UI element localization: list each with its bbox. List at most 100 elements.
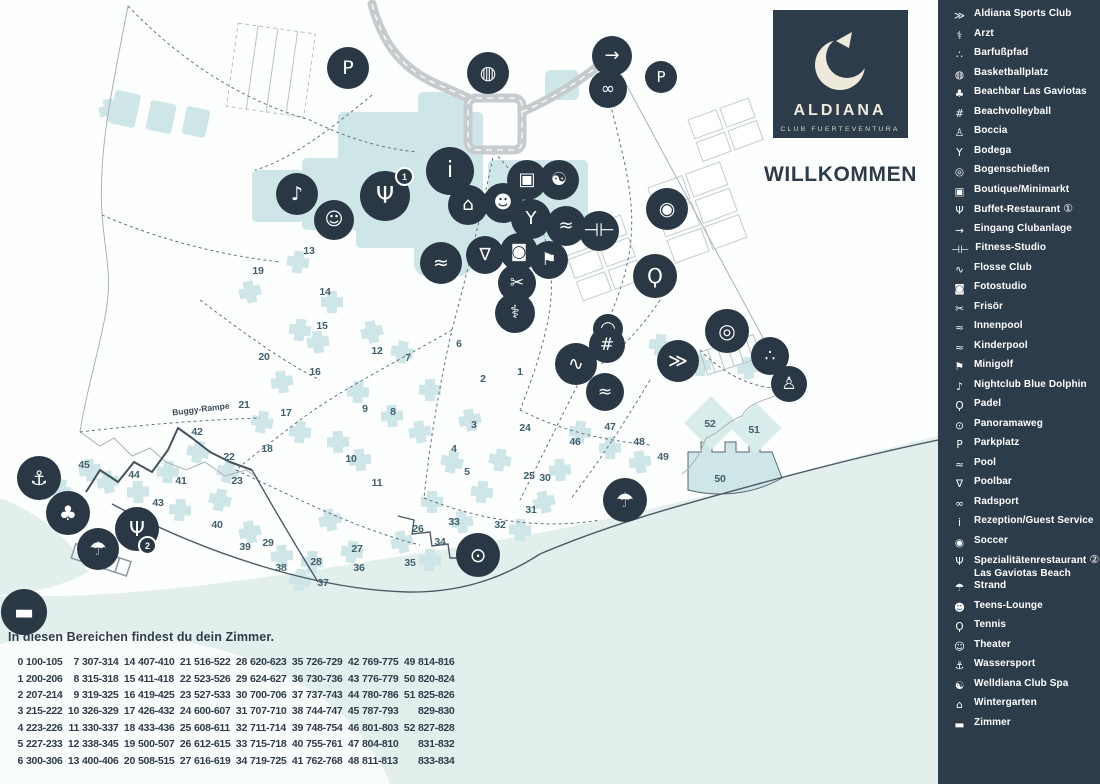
sidebar-item-label: Tennis	[974, 619, 1007, 630]
map-area-number-52: 52	[704, 418, 716, 430]
map-icon-number-badge: 1	[395, 167, 414, 186]
zimmer-icon: ▬	[14, 599, 34, 624]
sidebar-item-label: Kinderpool	[974, 339, 1028, 351]
area-number: 43	[347, 672, 359, 685]
area-number: 9	[73, 688, 79, 701]
rooms-table-row: 833-834	[400, 752, 456, 768]
sidebar-item-label: Boutique/Minimarkt	[974, 183, 1070, 195]
map-area-number-47: 47	[604, 421, 616, 433]
sidebar-item-label: Bogenschießen	[974, 164, 1050, 175]
theater-icon: ☺	[324, 209, 344, 230]
area-number: 40	[291, 738, 303, 751]
pool-icon: ≈	[433, 251, 449, 274]
map-icon-boccia: ♙	[771, 366, 807, 402]
sidebar-item-label: Radsport	[974, 495, 1019, 507]
map-icon-number-badge: 2	[138, 536, 157, 555]
map-area-number-20: 20	[258, 351, 270, 363]
sidebar-item-boutique-minimarkt: ▣Boutique/Minimarkt	[951, 184, 1094, 204]
room-range: 319-325	[82, 688, 119, 701]
room-range: 407-410	[138, 656, 175, 669]
dolphin-logo-icon: ALDIANA CLUB FUERTEVENTURA	[780, 32, 897, 133]
room-range: 831-832	[418, 738, 455, 751]
map-icon-welldiana-club-spa: ☯	[539, 160, 579, 200]
map-icon-wassersport: ⚓	[17, 456, 61, 500]
room-range: 516-522	[194, 656, 231, 669]
room-range: 523-526	[194, 672, 231, 685]
map-icon-strand: ☂	[77, 528, 119, 570]
room-range: 315-318	[82, 672, 119, 685]
pool-icon: ≈	[955, 458, 964, 471]
circled-number-badge: ②	[1089, 553, 1100, 566]
room-range: 426-432	[138, 705, 175, 718]
fotostudio-icon: ◙	[510, 241, 528, 262]
room-range: 719-725	[250, 754, 287, 767]
wassersport-icon: ⚓	[30, 466, 48, 490]
map-area-number-13: 13	[303, 245, 315, 257]
room-range: 726-729	[306, 656, 343, 669]
conservatory-icon: ⌂	[956, 699, 963, 711]
beachbar-las-gaviotas-icon: ♣	[59, 501, 77, 525]
sidebar-item-label: Basketballplatz	[974, 66, 1049, 78]
map-icon-bogenschiessen: ◎	[705, 309, 749, 353]
golf-flag-icon: ⚑	[954, 361, 965, 373]
sidebar-item-aldiana-sports-club: ≫Aldiana Sports Club	[951, 8, 1094, 28]
sidebar-item-label: Panoramaweg	[974, 417, 1043, 429]
sidebar-item-label: Aldiana Sports Club	[974, 8, 1072, 19]
rooms-table-title: In diesen Bereichen findest du dein Zimm…	[8, 630, 275, 644]
map-area-number-48: 48	[633, 436, 645, 448]
area-number: 4	[17, 721, 23, 734]
map-icon-fitness-studio: ⊣⊢	[579, 211, 619, 251]
room-range: 827-828	[418, 721, 455, 734]
map-area-number-24: 24	[519, 422, 531, 434]
map-area-number-1: 1	[517, 366, 523, 378]
room-range: 411-418	[138, 672, 174, 685]
boccia-icon: ♙	[954, 127, 965, 139]
beach-umbrella-icon: ☂	[954, 582, 965, 594]
eye-icon: ⊙	[955, 419, 964, 432]
sidebar-item-label: Beachbar Las Gaviotas	[974, 86, 1087, 97]
map-icon-parkplatz-2: P	[645, 61, 677, 93]
map-area-number-36: 36	[353, 562, 365, 574]
rooms-table-row: 829-830	[400, 703, 456, 719]
sidebar-item-label: Pool	[974, 456, 997, 468]
area-number: 34	[235, 754, 247, 767]
area-number: 32	[235, 721, 247, 734]
room-range: 616-619	[194, 754, 231, 767]
map-icon-soccer: ◉	[646, 188, 688, 230]
area-number: 22	[179, 672, 191, 685]
svg-text:ALDIANA: ALDIANA	[794, 102, 887, 119]
kinderpool-icon: ≈	[597, 381, 613, 402]
sidebar-item-fitness-studio: ⊣⊢Fitness-Studio	[951, 242, 1094, 262]
area-number: 42	[347, 656, 359, 669]
map-area-number-42: 42	[191, 426, 203, 438]
sidebar-item-label: Zimmer	[974, 716, 1011, 728]
sidebar-item-label: Parkplatz	[974, 437, 1020, 448]
spezialitaetenrestaurant-icon: Ψ	[129, 517, 145, 541]
sidebar-item-label: Wassersport	[974, 658, 1036, 669]
dumbbell-icon: ⊣⊢	[951, 244, 970, 256]
map-area-number-49: 49	[657, 451, 669, 463]
info-icon: i	[958, 517, 961, 529]
sidebar-item-label: Fotostudio	[974, 281, 1027, 292]
soccer-ball-icon: ◉	[954, 536, 965, 549]
